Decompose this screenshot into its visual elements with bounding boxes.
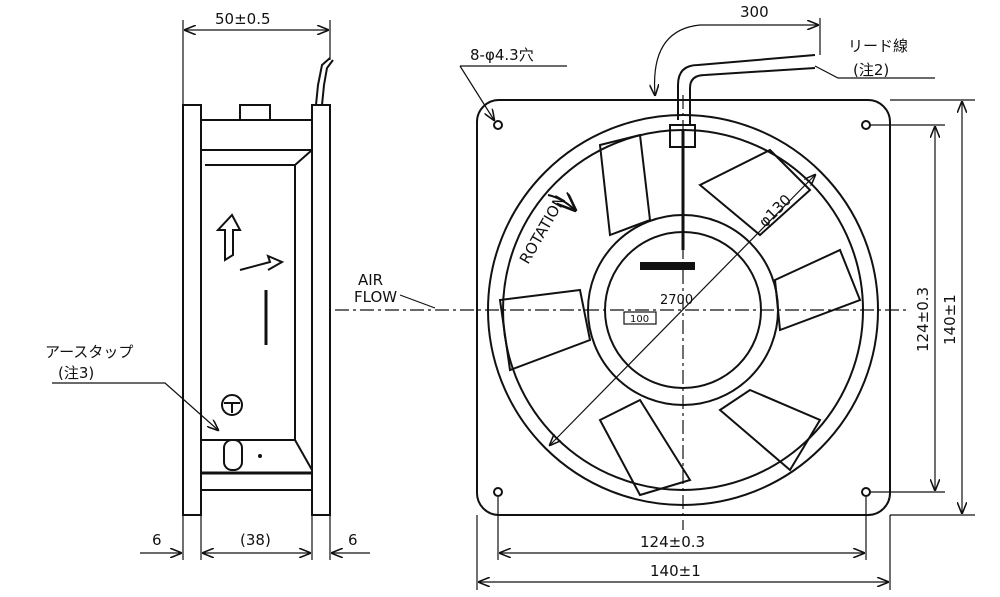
dim-middle: (38) bbox=[240, 531, 271, 549]
label-voltage: 100 bbox=[630, 314, 649, 325]
side-flange-right bbox=[311, 104, 331, 516]
earth-tap-note: (注3) bbox=[58, 364, 94, 382]
outer-horizontal: 140±1 bbox=[650, 562, 701, 580]
lead-wire-note: (注2) bbox=[853, 61, 889, 79]
flow-arrow-icon bbox=[215, 213, 242, 262]
holes-label: 8-φ4.3穴 bbox=[470, 46, 534, 64]
dim-left: 6 bbox=[152, 531, 162, 549]
rotation-label: ROTATION bbox=[516, 192, 570, 267]
side-width-dim: 50±0.5 bbox=[215, 10, 271, 28]
side-flange-left bbox=[182, 104, 202, 516]
rotation-arrow-icon bbox=[239, 254, 285, 271]
airflow-line1: AIR bbox=[358, 271, 383, 289]
outer-vertical: 140±1 bbox=[941, 294, 959, 345]
earth-symbol-icon bbox=[221, 394, 243, 416]
label-model: 2700 bbox=[660, 293, 693, 308]
earth-tap bbox=[223, 439, 243, 471]
lead-wire-label: リード線 bbox=[848, 37, 908, 55]
front-view: 300 リード線 (注2) 8-φ4.3穴 ROTATION φ130 2700… bbox=[459, 3, 975, 590]
earth-tap-label: アースタップ bbox=[45, 343, 133, 361]
hole-pitch-vertical: 124±0.3 bbox=[914, 287, 932, 352]
lead-wire bbox=[677, 54, 816, 120]
diameter-label: φ130 bbox=[755, 191, 795, 231]
hole-pitch-horizontal: 124±0.3 bbox=[640, 533, 705, 551]
lead-length-dim: 300 bbox=[740, 3, 769, 21]
dim-right: 6 bbox=[348, 531, 358, 549]
airflow-line2: FLOW bbox=[354, 288, 397, 306]
side-view: 50±0.5 アースタップ (注3) 6 bbox=[45, 10, 370, 560]
